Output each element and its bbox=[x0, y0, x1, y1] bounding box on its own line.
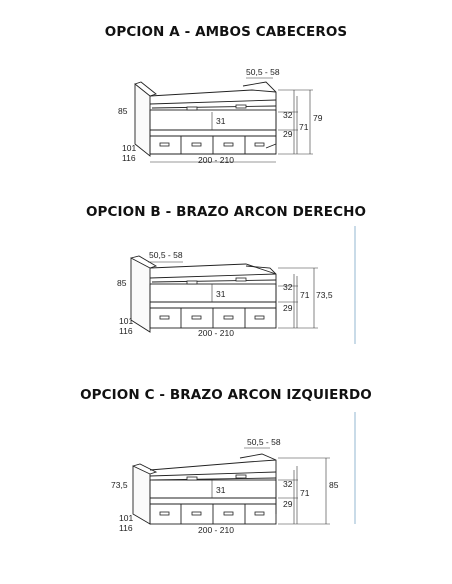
depth-label: 50,5 - 58 bbox=[247, 437, 281, 447]
length-label: 200 - 210 bbox=[198, 525, 234, 535]
mid-height-label: 71 bbox=[299, 122, 309, 132]
width-b-label: 116 bbox=[119, 523, 133, 533]
bottom-segment-label: 29 bbox=[283, 303, 293, 313]
width-b-label: 116 bbox=[119, 326, 133, 336]
total-height-label: 85 bbox=[329, 480, 339, 490]
section-a-title: OPCION A - AMBOS CABECEROS bbox=[104, 24, 348, 40]
section-c-title: OPCION C - BRAZO ARCON IZQUIERDO bbox=[80, 387, 372, 403]
divider-b bbox=[354, 226, 356, 344]
length-label: 200 - 210 bbox=[198, 155, 234, 165]
top-segment-label: 32 bbox=[283, 110, 293, 120]
total-height-label: 73,5 bbox=[316, 290, 333, 300]
width-a-label: 101 bbox=[119, 316, 133, 326]
width-b-label: 116 bbox=[122, 153, 136, 163]
divider-c bbox=[354, 412, 356, 524]
inner-height-label: 31 bbox=[216, 485, 226, 495]
inner-height-label: 31 bbox=[216, 116, 226, 126]
mid-height-label: 71 bbox=[300, 290, 310, 300]
section-c-diagram: 50,5 - 58 73,5 31 32 29 71 85 101 116 20… bbox=[0, 430, 452, 580]
bottom-segment-label: 29 bbox=[283, 129, 293, 139]
depth-label: 50,5 - 58 bbox=[246, 67, 280, 77]
width-a-label: 101 bbox=[119, 513, 133, 523]
top-segment-label: 32 bbox=[283, 479, 293, 489]
section-a-diagram: 50,5 - 58 85 31 32 29 71 79 101 116 200 … bbox=[0, 60, 452, 210]
bottom-segment-label: 29 bbox=[283, 499, 293, 509]
inner-height-label: 31 bbox=[216, 289, 226, 299]
left-height-label: 85 bbox=[117, 278, 127, 288]
section-b-title: OPCION B - BRAZO ARCON DERECHO bbox=[85, 204, 367, 220]
top-segment-label: 32 bbox=[283, 282, 293, 292]
left-height-label: 73,5 bbox=[111, 480, 128, 490]
depth-label: 50,5 - 58 bbox=[149, 250, 183, 260]
total-height-label: 79 bbox=[313, 113, 323, 123]
left-height-label: 85 bbox=[118, 106, 128, 116]
mid-height-label: 71 bbox=[300, 488, 310, 498]
section-b-diagram: 50,5 - 58 85 31 32 29 71 73,5 101 116 20… bbox=[0, 240, 452, 390]
length-label: 200 - 210 bbox=[198, 328, 234, 338]
width-a-label: 101 bbox=[122, 143, 136, 153]
